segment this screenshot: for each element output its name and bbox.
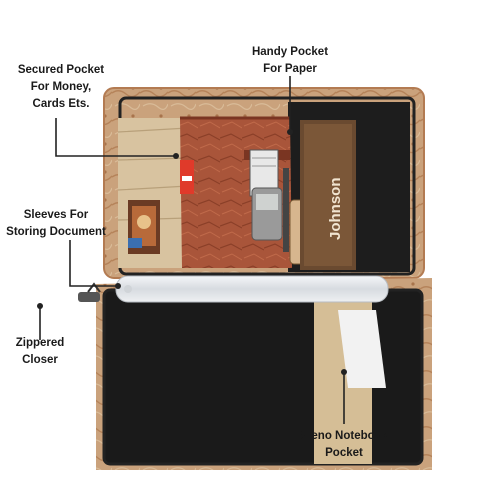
pointer-secured-pocket [55,118,176,157]
pointer-dots [37,129,347,375]
zipper-pull [78,282,101,302]
left-pocket-panel [117,118,189,268]
document-sleeve-roll [115,275,389,303]
johnson-notebook: Johnson [300,120,356,270]
callout-handy-pocket: Handy Pocket For Paper [251,46,329,75]
callout-zippered-closer: Zippered Closer [15,337,65,366]
callout-steno-pocket: Steno Notebook Pocket [299,430,389,459]
pen-icon [283,168,289,252]
pointer-sleeves [69,240,118,287]
folder-bottom-panel [96,278,432,470]
white-paper-sheet [338,310,386,388]
callout-secured-pocket: Secured Pocket For Money, Cards Ets. [17,64,105,110]
notebook-brand: Johnson [327,178,344,241]
callout-lines [39,76,345,424]
callout-sleeves: Sleeves For Storing Document [6,209,106,238]
visa-card-icon [128,238,142,248]
